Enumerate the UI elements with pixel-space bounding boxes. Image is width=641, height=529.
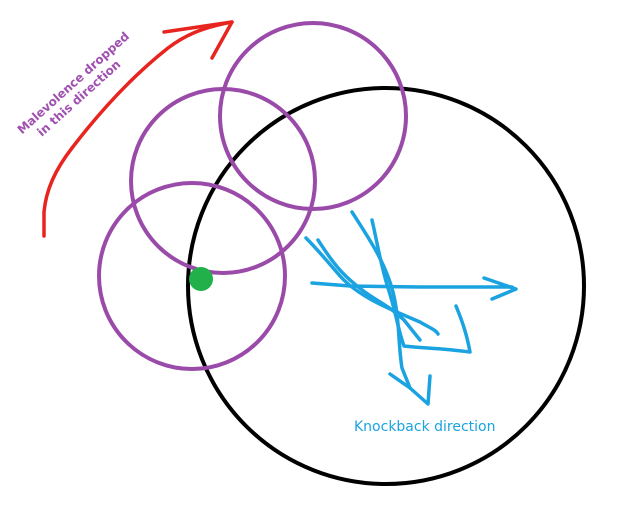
drop-direction-arrowhead: [162, 20, 234, 60]
knockback-scribble-1: [304, 236, 440, 336]
knockback-arrow-down: [350, 210, 412, 390]
knockback-area-circle: [186, 86, 586, 486]
player-dot: [189, 267, 213, 291]
malevolence-circle-2: [129, 87, 317, 275]
knockback-scribble-2: [370, 218, 472, 354]
knockback-scribble-3: [316, 238, 422, 342]
malevolence-circle-1: [218, 21, 408, 211]
knockback-label: Knockback direction: [354, 419, 496, 435]
knockback-arrows: [304, 210, 518, 406]
knockback-arrow-right-head: [482, 276, 518, 301]
knockback-arrow-right: [310, 281, 514, 289]
knockback-arrow-down-head: [388, 372, 432, 406]
drop-direction-arrow: [42, 20, 234, 238]
malevolence-circle-3: [97, 181, 287, 371]
drop-label-line-1: Malevolence dropped: [15, 29, 132, 137]
